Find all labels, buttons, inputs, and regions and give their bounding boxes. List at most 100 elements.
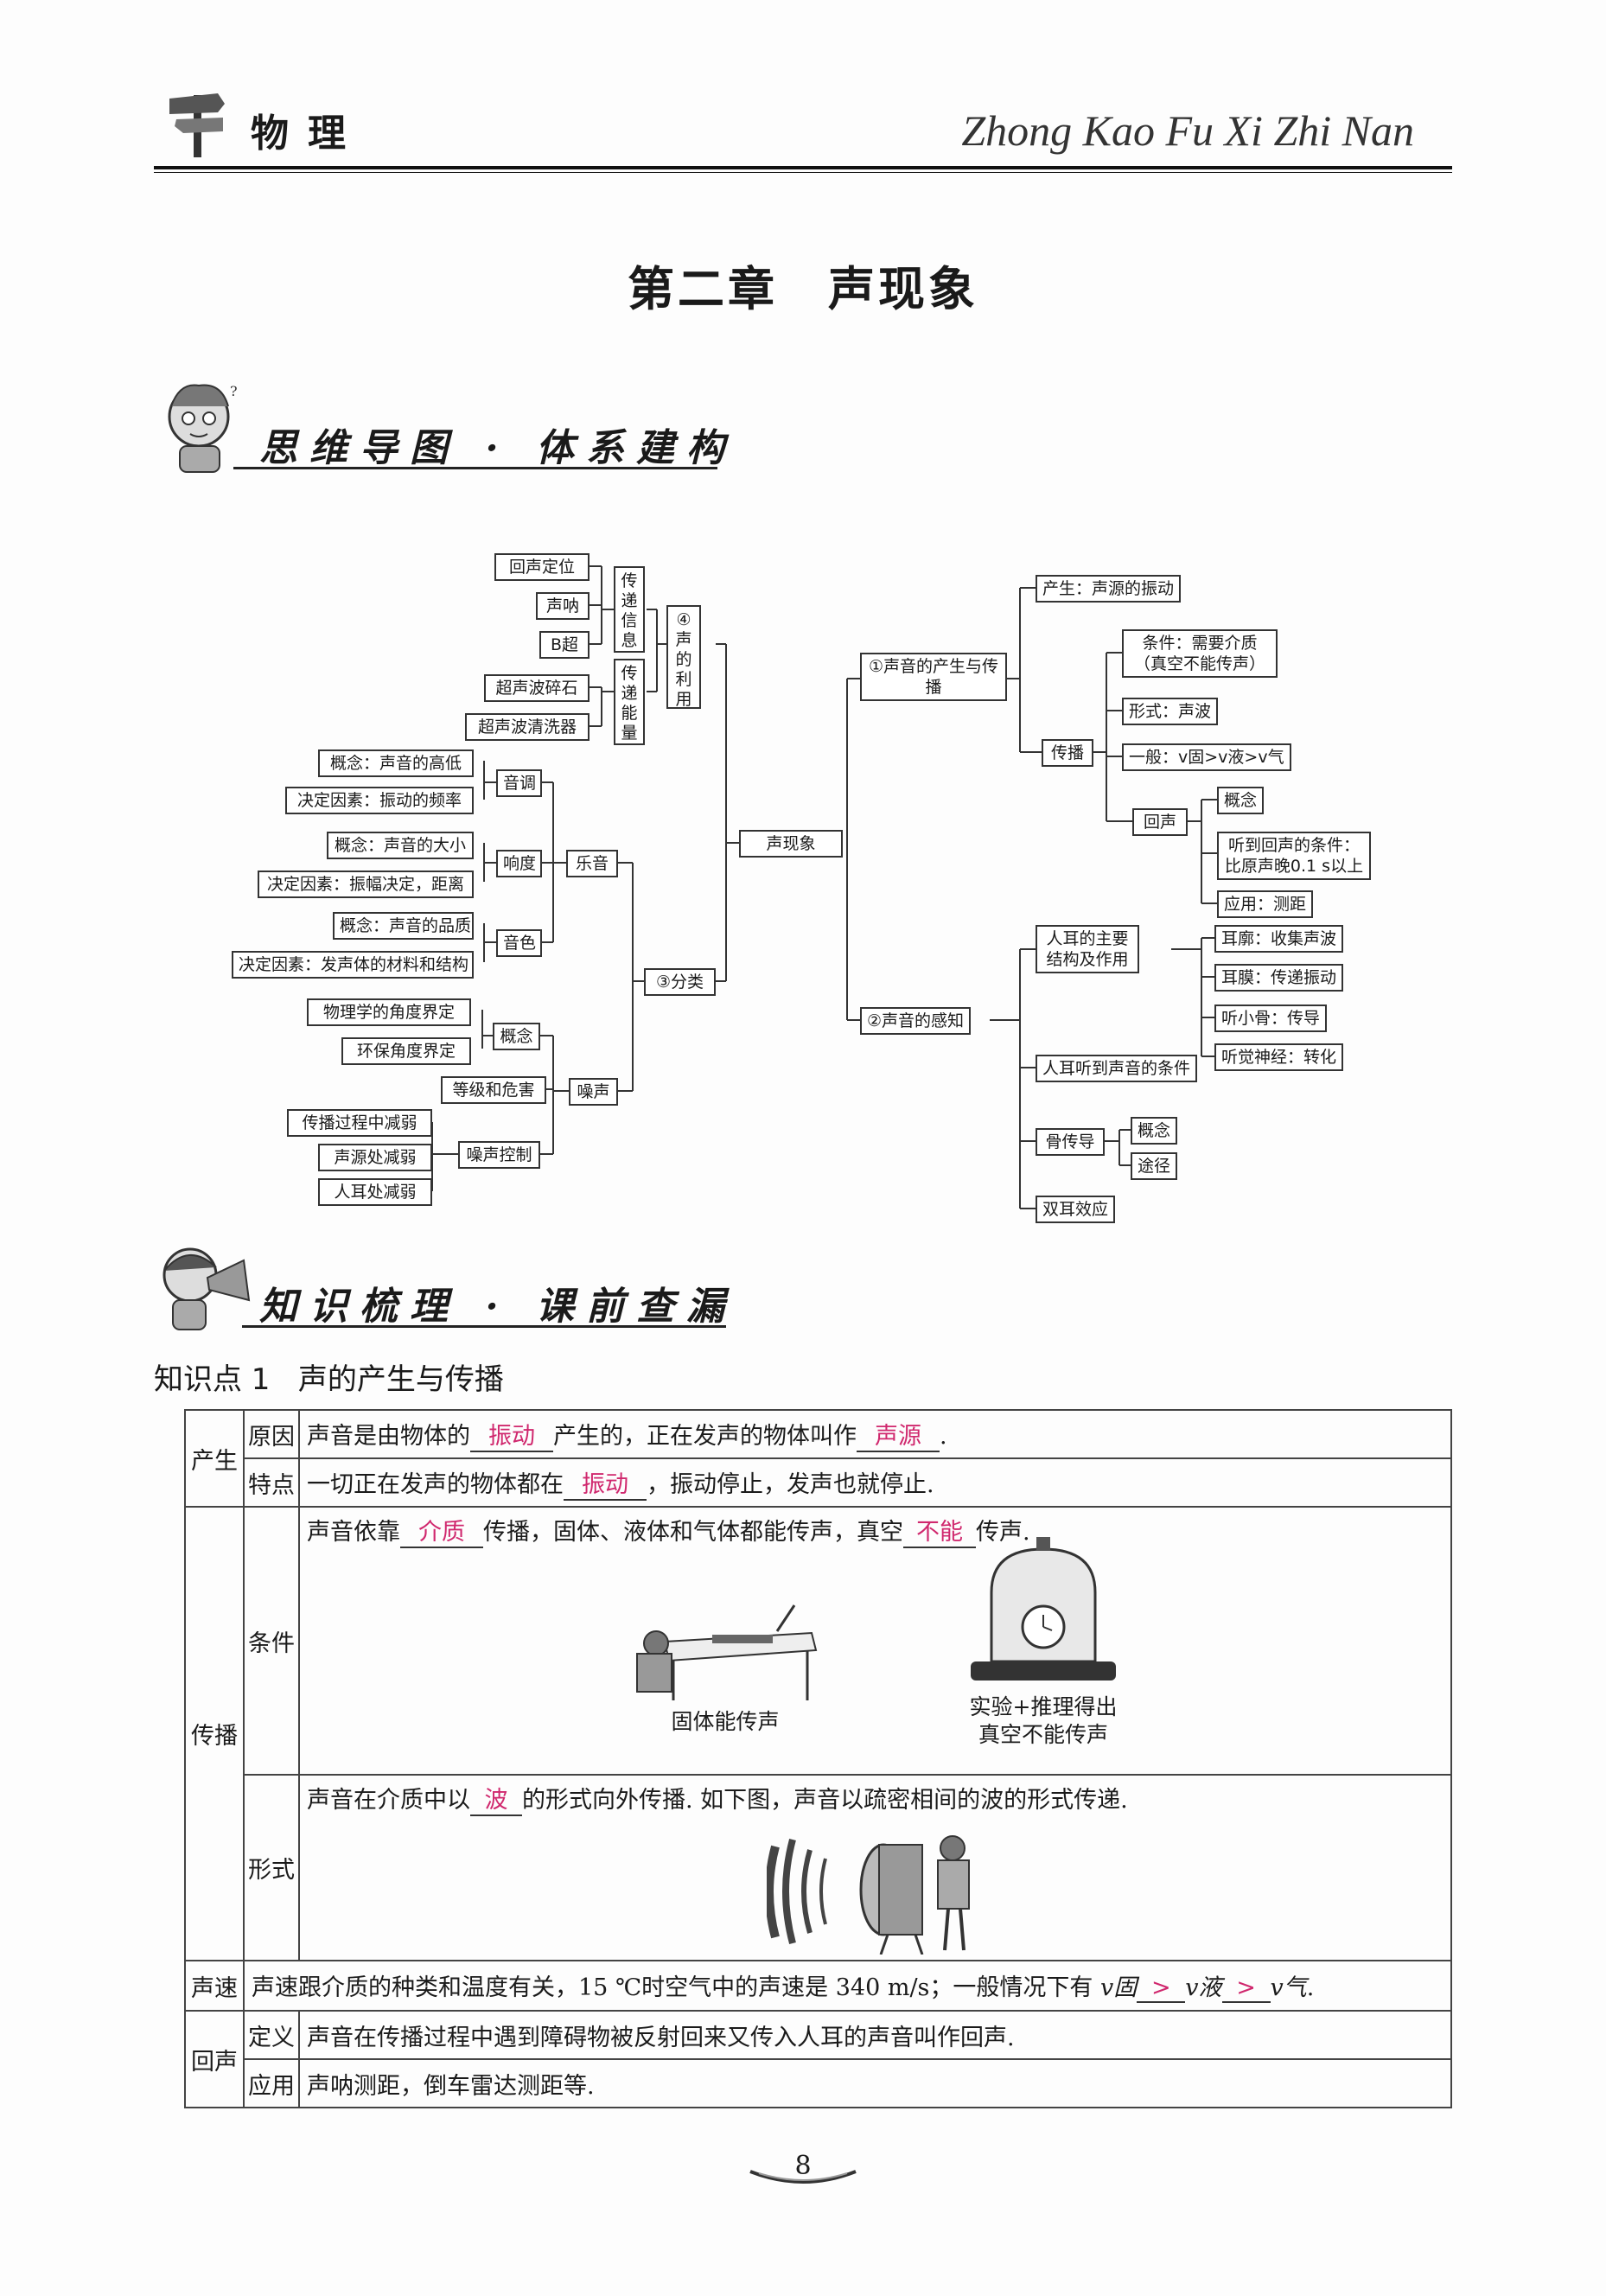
mindmap-b1-gainian: 概念 xyxy=(1217,787,1265,814)
mindmap-b1-yiban: 一般：v固>v液>v气 xyxy=(1122,743,1291,771)
mindmap-b1-tiaojian2-label: 听到回声的条件：比原声晚0.1 s以上 xyxy=(1224,836,1364,876)
bell-jar-icon xyxy=(971,1537,1116,1681)
table-row: 声速 声速跟介质的种类和温度有关，15 ℃时空气中的声速是 340 m/s；一般… xyxy=(184,1960,1452,2012)
mindmap-banner-rule xyxy=(233,467,717,469)
mindmap-b2-tinggu: 听小骨：传导 xyxy=(1214,1004,1328,1032)
yingyong-cell: 声呐测距，倒车雷达测距等. xyxy=(298,2058,1452,2108)
caption-vacuum-2: 真空不能传声 xyxy=(978,1722,1108,1747)
row-sub-xingshi: 形式 xyxy=(243,1774,300,1961)
mindmap-b3-zs-hb: 环保角度界定 xyxy=(341,1037,471,1065)
header-rule xyxy=(154,166,1452,169)
tedian-cell: 一切正在发声的物体都在振动，振动停止，发声也就停止. xyxy=(298,1457,1452,1508)
mindmap-b4: ④声的利用 xyxy=(666,605,701,709)
review-banner-title: 知识梳理 · 课前查漏 xyxy=(259,1285,736,1329)
knowledge-point-title: 声的产生与传播 xyxy=(297,1362,504,1397)
text: 声音在介质中以 xyxy=(307,1787,470,1814)
xingshi-cell: 声音在介质中以波的形式向外传播. 如下图，声音以疏密相间的波的形式传递. xyxy=(298,1774,1452,1961)
mindmap-b3: ③分类 xyxy=(644,968,716,996)
mindmap-b1-chuan: 传播 xyxy=(1042,739,1093,767)
mindmap-b3-yindiao: 音调 xyxy=(496,769,542,797)
v-gas: v气 xyxy=(1270,1974,1307,2001)
mindmap-b2-erkuo: 耳廓：收集声波 xyxy=(1214,925,1344,953)
mindmap-b1-tiaojian-label: 条件：需要介质（真空不能传声） xyxy=(1133,634,1265,673)
row-head-chuanbo: 传播 xyxy=(184,1506,245,1961)
text: 声音是由物体的 xyxy=(307,1422,470,1450)
solid-sound-illustration: 固体能传声 xyxy=(630,1581,820,1736)
text: 产生的，正在发声的物体叫作 xyxy=(553,1422,857,1450)
mindmap-b1-xingshi: 形式：声波 xyxy=(1122,698,1219,725)
svg-text:?: ? xyxy=(230,383,238,399)
chapter-title: 第二章 声现象 xyxy=(628,262,978,316)
mindmap-b3-kongzhi: 噪声控制 xyxy=(458,1141,540,1169)
mindmap-b3-ys-gn: 概念：声音的品质 xyxy=(333,912,474,940)
review-banner-rule xyxy=(242,1325,726,1328)
page-number-ornament xyxy=(745,2142,861,2185)
page-number: 8 xyxy=(794,2151,812,2181)
row-sub-yuanyin: 原因 xyxy=(243,1409,300,1459)
table-row: 传播 条件 声音依靠介质传播，固体、液体和气体都能传声，真空不能传声. 固体能传… xyxy=(184,1506,1452,1961)
text: ，振动停止，发声也就停止. xyxy=(647,1470,934,1498)
mascot-megaphone-icon xyxy=(154,1236,258,1336)
text: . xyxy=(940,1422,947,1450)
table-row: 应用 声呐测距，倒车雷达测距等. xyxy=(185,2058,1452,2108)
mindmap-b2-renerjg-label: 人耳的主要结构及作用 xyxy=(1046,929,1129,969)
text: 传声. xyxy=(976,1519,1030,1546)
mindmap-connectors xyxy=(431,565,1217,1209)
mindmap-b2-tj: 途径 xyxy=(1131,1152,1178,1180)
mindmap-b1-label: ①声音的产生与传播 xyxy=(868,657,999,697)
text: 的形式向外传播. 如下图，声音以疏密相间的波的形式传递. xyxy=(522,1787,1128,1814)
mindmap-b3-xd-jd: 决定因素：振幅决定，距离 xyxy=(258,871,474,898)
dingyi-cell: 声音在传播过程中遇到障碍物被反射回来又传入人耳的声音叫作回声. xyxy=(298,2010,1452,2060)
mindmap-banner-title: 思维导图 · 体系建构 xyxy=(259,426,736,470)
answer-blank: > xyxy=(1137,1974,1186,2003)
row-sub-tiaojian: 条件 xyxy=(243,1506,300,1776)
table-row: 形式 声音在介质中以波的形式向外传播. 如下图，声音以疏密相间的波的形式传递. xyxy=(185,1774,1452,1961)
answer-blank: > xyxy=(1221,1974,1271,2003)
mindmap-b1-yingyong: 应用：测距 xyxy=(1217,890,1314,918)
series-title: Zhong Kao Fu Xi Zhi Nan xyxy=(961,106,1414,155)
table-row: 产生 原因 声音是由物体的振动产生的，正在发声的物体叫作声源. xyxy=(184,1409,1452,1508)
caption-vacuum-1: 实验+推理得出 xyxy=(969,1694,1118,1719)
text: 一切正在发声的物体都在 xyxy=(307,1470,564,1498)
mindmap-b3-yd-jd: 决定因素：振动的频率 xyxy=(285,787,474,814)
mindmap-b4-2: 声呐 xyxy=(536,592,590,620)
mindmap-b1: ①声音的产生与传播 xyxy=(860,653,1007,701)
mascot-thinking-icon: ? xyxy=(154,380,251,475)
knowledge-point-label: 知识点 1 xyxy=(154,1362,271,1397)
mindmap-b1-chan: 产生：声源的振动 xyxy=(1036,575,1182,603)
mindmap-b4-5: 超声波清洗器 xyxy=(465,713,590,741)
mindmap-b2-tiaojian: 人耳听到声音的条件 xyxy=(1036,1055,1198,1082)
mindmap-b3-kz-1: 传播过程中减弱 xyxy=(287,1109,432,1137)
mindmap-b2-shuanger: 双耳效应 xyxy=(1036,1196,1116,1223)
text: 传播，固体、液体和气体都能传声，真空 xyxy=(483,1519,903,1546)
mindmap-b4-1: 回声定位 xyxy=(494,553,590,581)
drum-sound-wave-icon xyxy=(765,1835,970,1955)
signpost-icon xyxy=(164,86,233,157)
mindmap-b2-renerjg: 人耳的主要结构及作用 xyxy=(1036,925,1139,973)
desk-listening-icon xyxy=(636,1604,818,1700)
mindmap-b2-gn: 概念 xyxy=(1131,1117,1178,1145)
mindmap-b4-3: B超 xyxy=(539,631,590,659)
xingshi-text: 声音在介质中以波的形式向外传播. 如下图，声音以疏密相间的波的形式传递. xyxy=(307,1781,1443,1816)
text: 声音依靠 xyxy=(307,1519,400,1546)
answer-blank: 不能 xyxy=(903,1513,976,1548)
knowledge-point-heading: 知识点 1 声的产生与传播 xyxy=(154,1355,504,1398)
mindmap-b3-dengji: 等级和危害 xyxy=(441,1076,546,1104)
mindmap-b2-ermo: 耳膜：传递振动 xyxy=(1214,964,1344,992)
text: 声速跟介质的种类和温度有关，15 ℃时空气中的声速是 340 m/s；一般情况下… xyxy=(252,1974,1093,2001)
subject-title: 物理 xyxy=(251,112,365,156)
header-rule-thin xyxy=(154,172,1452,173)
yuanyin-cell: 声音是由物体的振动产生的，正在发声的物体叫作声源. xyxy=(298,1409,1452,1459)
row-head-huisheng: 回声 xyxy=(184,2010,245,2108)
v-liquid: v液 xyxy=(1185,1974,1222,2001)
row-head-shengsu: 声速 xyxy=(184,1960,245,2012)
row-sub-dingyi: 定义 xyxy=(243,2010,300,2060)
answer-blank: 声源 xyxy=(857,1417,940,1452)
answer-blank: 介质 xyxy=(400,1513,483,1548)
mindmap-b3-ys-jd: 决定因素：发声体的材料和结构 xyxy=(232,951,474,979)
mindmap-b1-huisheng: 回声 xyxy=(1132,808,1188,836)
mindmap-b2-guchuandao: 骨传导 xyxy=(1036,1128,1105,1156)
table-row: 回声 定义 声音在传播过程中遇到障碍物被反射回来又传入人耳的声音叫作回声. xyxy=(184,2010,1452,2108)
knowledge-table: 产生 原因 声音是由物体的振动产生的，正在发声的物体叫作声源. 特点 一切正在发… xyxy=(184,1409,1452,2108)
mindmap-root: 声现象 xyxy=(739,830,843,858)
